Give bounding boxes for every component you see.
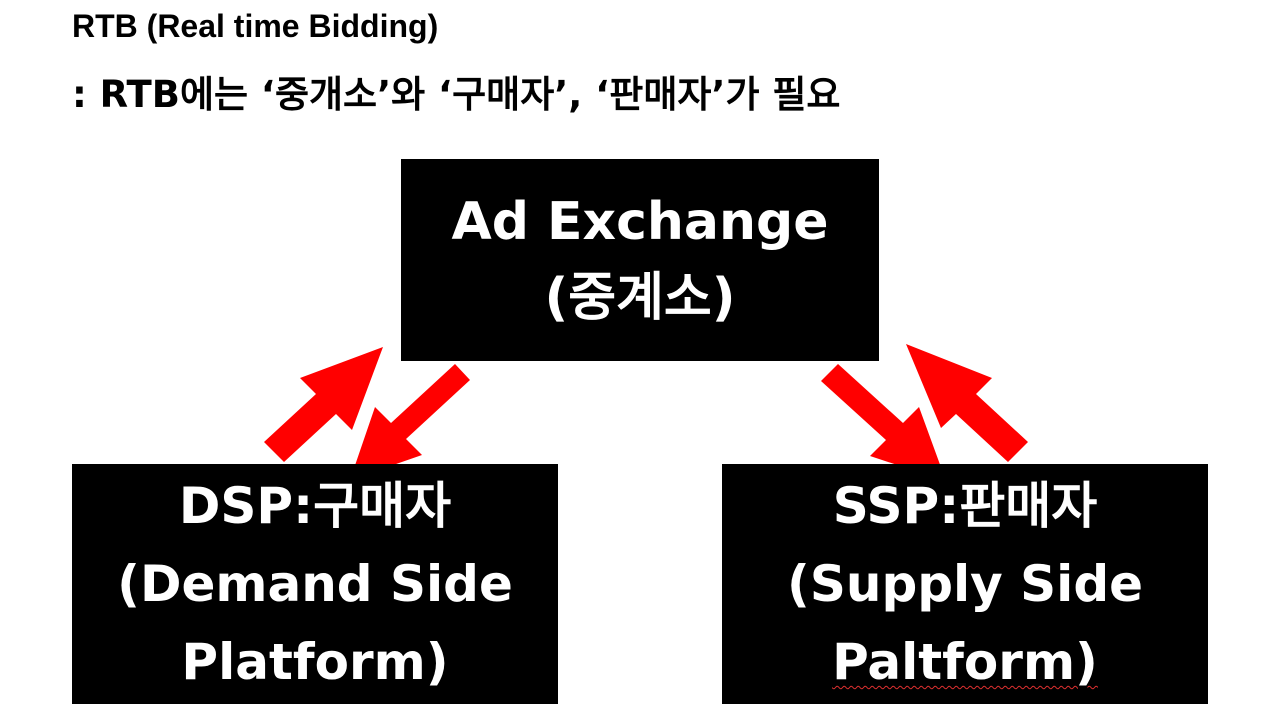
ssp-sublabel-2: Paltform): [832, 633, 1098, 691]
slide-title: RTB (Real time Bidding): [72, 8, 439, 44]
ad-exchange-sublabel: (중계소): [544, 268, 736, 328]
exchange-to-dsp-arrow: [350, 364, 470, 480]
ssp-label: SSP:판매자: [832, 477, 1098, 535]
exchange-to-ssp-arrow: [821, 364, 946, 481]
ssp-sublabel-1: (Supply Side: [786, 555, 1144, 613]
ssp-node: SSP:판매자 (Supply Side Paltform): [722, 464, 1208, 704]
ad-exchange-label: Ad Exchange: [451, 192, 829, 252]
dsp-sublabel-2: Platform): [181, 633, 449, 691]
ad-exchange-node: Ad Exchange (중계소): [401, 159, 879, 361]
dsp-to-exchange-arrow: [264, 347, 383, 462]
dsp-node: DSP:구매자 (Demand Side Platform): [72, 464, 558, 704]
dsp-sublabel-1: (Demand Side: [117, 555, 513, 613]
ssp-to-exchange-arrow: [906, 344, 1028, 462]
slide-subtitle: : RTB에는 ‘중개소’와 ‘구매자’, ‘판매자’가 필요: [72, 73, 841, 116]
dsp-label: DSP:구매자: [178, 477, 452, 535]
